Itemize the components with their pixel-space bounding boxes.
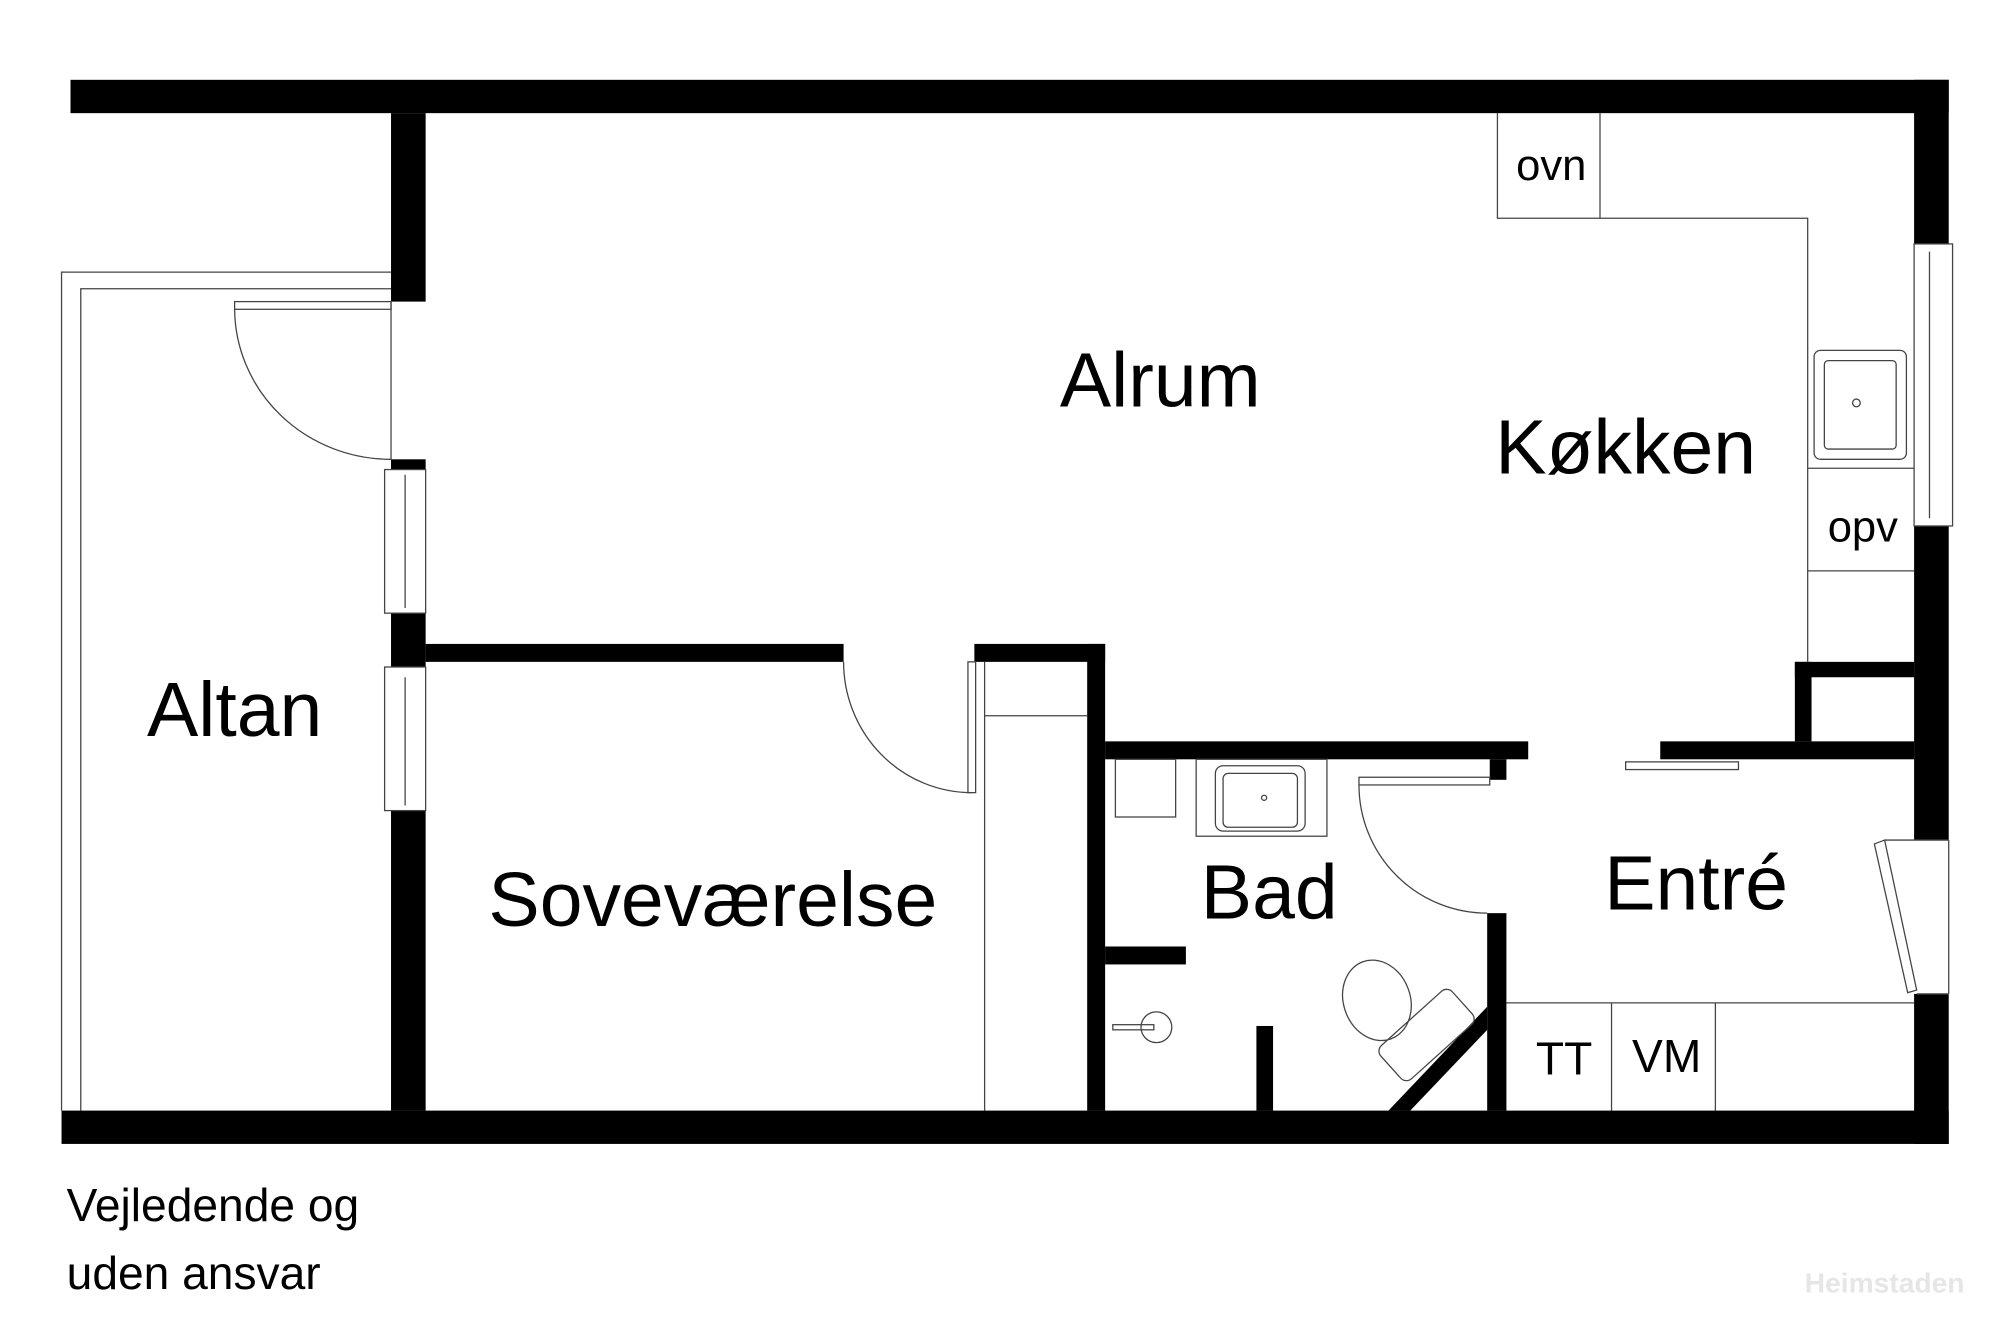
disclaimer-line-1: Vejledende og: [67, 1179, 360, 1231]
wardrobe: [983, 715, 1088, 1111]
room-label-altan: Altan: [147, 667, 322, 753]
fixture-label-vm: VM: [1632, 1030, 1701, 1082]
windows: [383, 243, 1954, 812]
disclaimer-line-2: uden ansvar: [67, 1247, 321, 1299]
fixture-label-opv: opv: [1828, 503, 1898, 551]
fixture-label-ovn: ovn: [1516, 142, 1586, 190]
watermark: Heimstaden: [1805, 1267, 1965, 1299]
sink-icon: [1813, 349, 1908, 460]
room-label-alrum: Alrum: [1060, 338, 1261, 424]
room-label-kokken: Køkken: [1495, 404, 1756, 490]
fixture-label-tt: TT: [1536, 1033, 1592, 1085]
room-label-bad: Bad: [1201, 849, 1338, 935]
drain-icon: [1140, 1011, 1173, 1044]
toilet-icon: [1341, 959, 1412, 1042]
walls: [61, 79, 1949, 1144]
room-label-sovevaerelse: Soveværelse: [488, 857, 937, 943]
balcony-outline: [60, 271, 392, 1111]
entre-cabinets: [1506, 1002, 1915, 1111]
kitchen-counters: [1496, 113, 1915, 662]
washbasin-icon: [1214, 765, 1306, 832]
doors: [233, 300, 1950, 995]
bathroom-fixtures: [1112, 758, 1475, 1082]
room-label-entre: Entré: [1604, 840, 1788, 926]
